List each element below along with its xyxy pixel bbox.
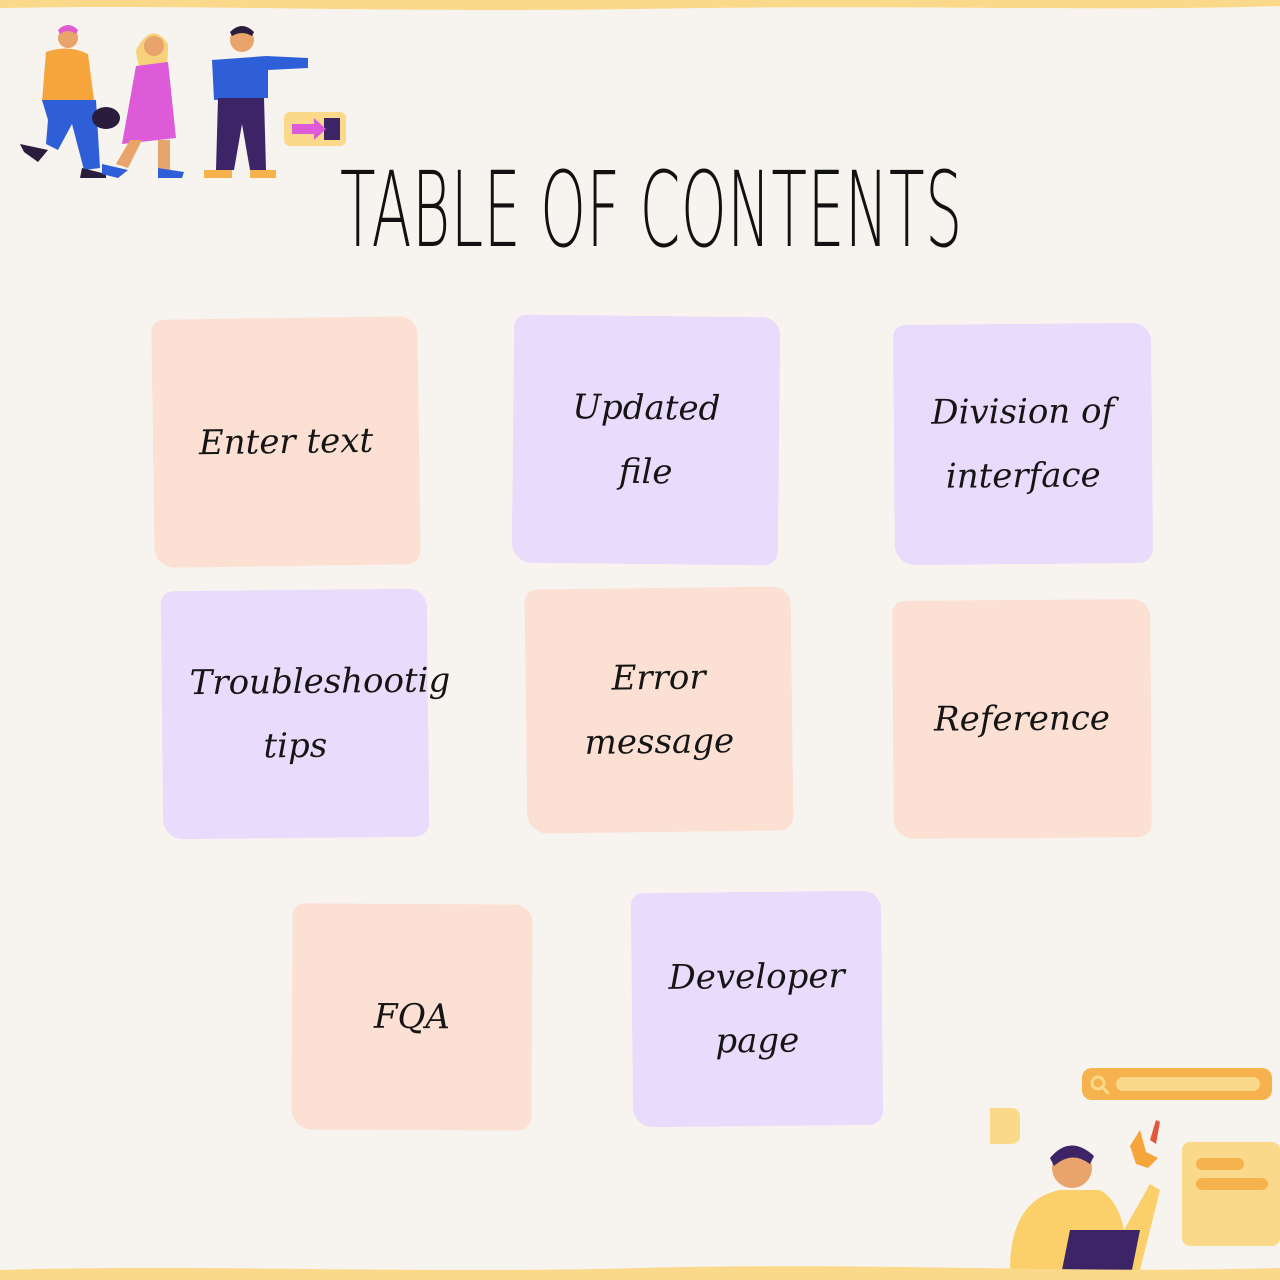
- toc-item-label: Updated file: [572, 387, 721, 493]
- toc-item-label: Enter text: [198, 420, 374, 464]
- search-icon: [1090, 1075, 1110, 1095]
- toc-item-updated-file[interactable]: Updated file: [511, 314, 781, 566]
- toc-item-label: Troubleshootig tips: [189, 660, 451, 767]
- walking-people-illustration: [20, 25, 346, 178]
- person-with-laptop-illustration: [990, 1068, 1280, 1270]
- toc-item-fqa[interactable]: FQA: [291, 903, 533, 1131]
- toc-item-label: Reference: [933, 698, 1111, 740]
- toc-item-label: Developer page: [668, 956, 845, 1062]
- top-wave-border: [0, 0, 1280, 11]
- page-title: TABLE OF CONTENTS: [340, 149, 963, 271]
- bottom-wave-border: [0, 1266, 1280, 1280]
- toc-item-label: Error message: [584, 657, 735, 763]
- toc-item-enter-text[interactable]: Enter text: [151, 316, 421, 568]
- toc-item-developer-page[interactable]: Developer page: [630, 890, 884, 1128]
- toc-item-error-message[interactable]: Error message: [524, 586, 794, 834]
- toc-item-label: FQA: [373, 996, 451, 1038]
- toc-item-division-of-interface[interactable]: Division of interface: [892, 322, 1154, 566]
- toc-item-reference[interactable]: Reference: [892, 599, 1152, 839]
- arrow-right-icon: [292, 118, 326, 140]
- toc-item-troubleshooting-tips[interactable]: Troubleshootig tips: [160, 588, 451, 840]
- toc-item-label: Division of interface: [931, 391, 1115, 497]
